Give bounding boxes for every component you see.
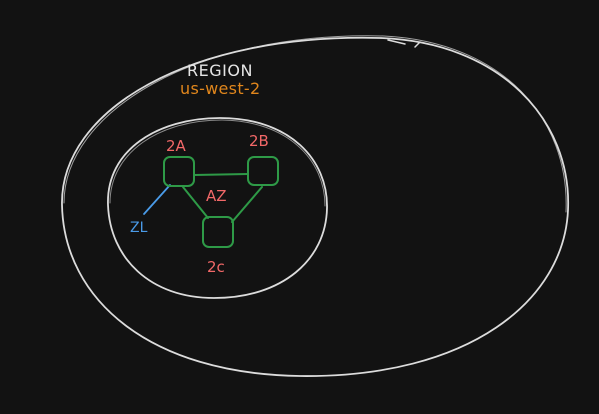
region-boundary — [61, 35, 569, 377]
az-group-boundary — [107, 117, 328, 299]
zone-2b: 2B — [247, 132, 279, 186]
zone-2b-label: 2B — [249, 132, 269, 150]
zone-2a-box — [163, 156, 195, 187]
region-name: us-west-2 — [180, 79, 260, 98]
zone-2a: 2A — [163, 137, 195, 187]
zone-2c: 2c — [202, 216, 234, 276]
local-zone-label: ZL — [130, 220, 148, 236]
zone-connections — [182, 173, 263, 223]
connection-2a-2b — [193, 173, 249, 176]
zone-2c-label: 2c — [207, 258, 225, 276]
az-center-label: AZ — [206, 187, 227, 205]
connection-2a-2c — [182, 186, 209, 219]
region-title: REGION — [187, 61, 253, 80]
zone-2a-label: 2A — [166, 137, 187, 155]
zone-2c-box — [202, 216, 234, 248]
connection-2b-2c — [231, 186, 263, 223]
local-zone-link — [143, 184, 171, 215]
zone-2b-box — [247, 156, 279, 186]
